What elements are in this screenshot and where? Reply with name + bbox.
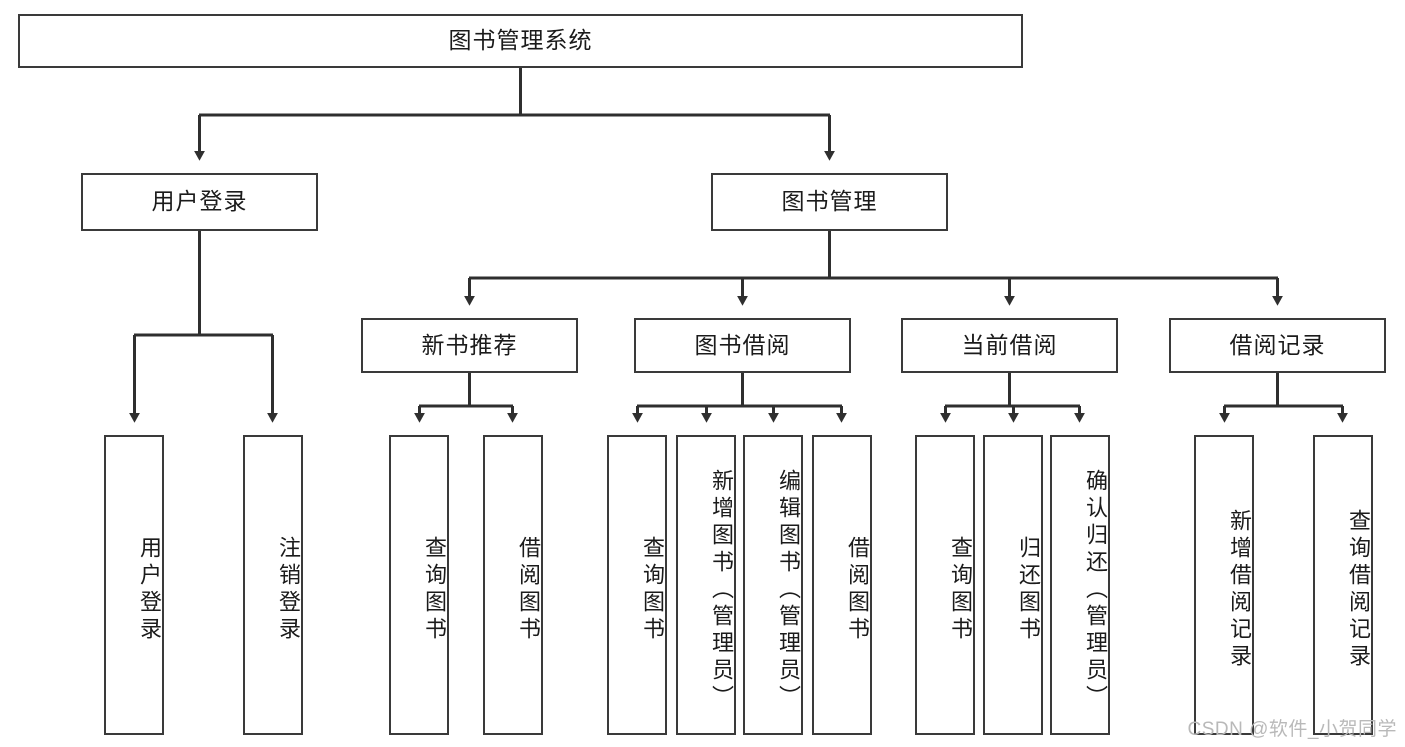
- leaf-query-book-2[interactable]: 查询图书: [607, 435, 667, 735]
- node-root[interactable]: 图书管理系统: [18, 14, 1023, 68]
- leaf-query-book-2-label: 查询图书: [640, 536, 665, 644]
- node-current-borrow[interactable]: 当前借阅: [901, 318, 1118, 373]
- leaf-return-book[interactable]: 归还图书: [983, 435, 1043, 735]
- leaf-query-book-3[interactable]: 查询图书: [915, 435, 975, 735]
- leaf-user-login-label: 用户登录: [137, 536, 162, 644]
- leaf-logout-login-label: 注销登录: [276, 536, 301, 644]
- leaf-edit-book-label: 编辑图书（管理员）: [776, 468, 801, 712]
- node-user-login-label: 用户登录: [151, 188, 248, 215]
- node-book-manage[interactable]: 图书管理: [711, 173, 948, 231]
- leaf-borrow-book-1-label: 借阅图书: [516, 536, 541, 644]
- node-book-borrow[interactable]: 图书借阅: [634, 318, 851, 373]
- leaf-user-login[interactable]: 用户登录: [104, 435, 164, 735]
- leaf-add-book[interactable]: 新增图书（管理员）: [676, 435, 736, 735]
- node-book-borrow-label: 图书借阅: [694, 331, 791, 358]
- leaf-query-book-3-label: 查询图书: [948, 536, 973, 644]
- node-book-manage-label: 图书管理: [781, 188, 878, 215]
- node-borrow-record[interactable]: 借阅记录: [1169, 318, 1386, 373]
- leaf-edit-book[interactable]: 编辑图书（管理员）: [743, 435, 803, 735]
- node-current-borrow-label: 当前借阅: [961, 331, 1058, 358]
- leaf-add-record-label: 新增借阅记录: [1227, 509, 1252, 671]
- leaf-query-book-1-label: 查询图书: [422, 536, 447, 644]
- leaf-add-book-label: 新增图书（管理员）: [709, 468, 734, 712]
- leaf-borrow-book-2[interactable]: 借阅图书: [812, 435, 872, 735]
- node-root-label: 图书管理系统: [448, 27, 593, 54]
- node-new-book-recommend[interactable]: 新书推荐: [361, 318, 578, 373]
- leaf-confirm-return[interactable]: 确认归还（管理员）: [1050, 435, 1110, 735]
- leaf-add-record[interactable]: 新增借阅记录: [1194, 435, 1254, 735]
- leaf-query-book-1[interactable]: 查询图书: [389, 435, 449, 735]
- node-user-login[interactable]: 用户登录: [81, 173, 318, 231]
- leaf-borrow-book-1[interactable]: 借阅图书: [483, 435, 543, 735]
- leaf-confirm-return-label: 确认归还（管理员）: [1083, 468, 1108, 712]
- csdn-watermark: CSDN @软件_小贺同学: [1187, 719, 1397, 740]
- leaf-logout-login[interactable]: 注销登录: [243, 435, 303, 735]
- node-new-book-recommend-label: 新书推荐: [421, 331, 518, 358]
- leaf-borrow-book-2-label: 借阅图书: [845, 536, 870, 644]
- leaf-query-record-label: 查询借阅记录: [1346, 509, 1371, 671]
- node-borrow-record-label: 借阅记录: [1229, 331, 1326, 358]
- leaf-return-book-label: 归还图书: [1016, 536, 1041, 644]
- leaf-query-record[interactable]: 查询借阅记录: [1313, 435, 1373, 735]
